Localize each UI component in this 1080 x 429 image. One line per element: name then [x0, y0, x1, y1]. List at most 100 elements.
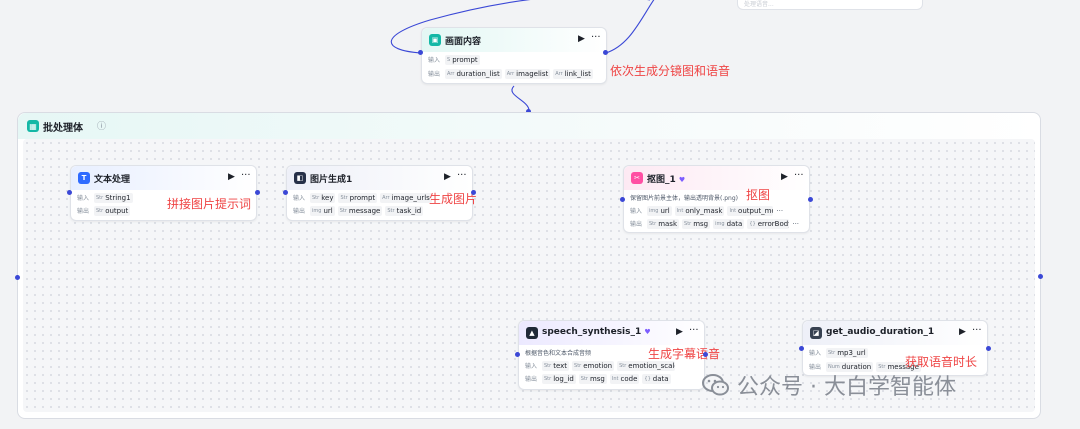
param-tag: {}errorBody — [747, 218, 790, 229]
port-batch-start[interactable] — [15, 275, 20, 280]
node-title: 抠图_1 ♥ — [647, 175, 686, 185]
input-label: 输入 — [525, 363, 538, 370]
more-icon[interactable]: ··· — [457, 170, 467, 181]
output-label: 输出 — [630, 221, 643, 228]
port-huamian-in[interactable] — [418, 50, 423, 55]
run-icon[interactable]: ▶ — [444, 172, 451, 182]
node-title: 画面内容 — [445, 37, 482, 47]
watermark-text: 公众号 · 大白学智能体 — [737, 375, 956, 400]
annotation-text: 生成字幕语音 — [648, 347, 721, 361]
annotation-text: 拼接图片提示词 — [167, 197, 252, 211]
node-icon: T — [78, 172, 90, 184]
run-icon[interactable]: ▶ — [676, 327, 683, 337]
port-audio-in[interactable] — [799, 346, 804, 351]
node-description: 根据音色和文本合成音频 — [525, 350, 592, 357]
node-header — [803, 321, 987, 345]
verified-icon: ♥ — [644, 328, 651, 336]
port-wenben-out[interactable] — [255, 190, 260, 195]
node-header — [624, 166, 809, 190]
run-icon[interactable]: ▶ — [228, 172, 235, 182]
edge-huamian-down — [511, 85, 530, 111]
partial-node-card: 处理语音... — [737, 0, 923, 10]
port-audio-out[interactable] — [986, 346, 991, 351]
port-batch-in[interactable] — [526, 109, 531, 114]
run-icon[interactable]: ▶ — [959, 327, 966, 337]
info-icon[interactable]: ⓘ — [97, 122, 107, 132]
run-icon[interactable]: ▶ — [781, 172, 788, 182]
more-icon[interactable]: ··· — [591, 32, 601, 43]
node-title: get_audio_duration_1 — [826, 327, 935, 337]
port-koutu-in[interactable] — [620, 197, 625, 202]
node-header — [422, 28, 606, 52]
input-label: 输入 — [809, 350, 822, 357]
node-koutu[interactable]: ✂ 抠图_1 ♥ ▶ ··· 保留图片前景主体，输出透明背景(.png) 输入 … — [623, 165, 810, 233]
port-speech-out[interactable] — [703, 352, 708, 357]
run-icon[interactable]: ▶ — [578, 34, 585, 44]
more-icon[interactable]: ··· — [241, 170, 251, 181]
edge-huamian-right — [605, 0, 655, 54]
more-icon[interactable]: ··· — [689, 325, 699, 336]
node-header — [71, 166, 256, 190]
port-batch-end[interactable] — [1038, 274, 1043, 279]
annotation-text: 抠图 — [746, 188, 771, 202]
chart-icon: ◪ — [810, 327, 822, 339]
more-icon[interactable]: ··· — [794, 170, 804, 181]
port-huamian-out[interactable] — [603, 50, 608, 55]
input-label: 输入 — [77, 195, 90, 202]
batch-header: ▦ 批处理体 ⓘ — [18, 113, 1040, 139]
output-label: 输出 — [293, 208, 306, 215]
more-params-icon[interactable]: ··· — [792, 219, 800, 228]
node-description: 保留图片前景主体，输出透明背景(.png) — [630, 195, 739, 202]
node-title: speech_synthesis_1 ♥ — [542, 327, 651, 337]
port-speech-in[interactable] — [515, 352, 520, 357]
watermark: 公众号 · 大白学智能体 — [701, 369, 956, 401]
input-label: 输入 — [630, 208, 643, 215]
more-icon[interactable]: ··· — [972, 325, 982, 336]
image-gen-icon: ◧ — [294, 172, 306, 184]
annotation-text: 获取语音时长 — [905, 355, 978, 369]
port-koutu-out[interactable] — [808, 197, 813, 202]
port-wenben-in[interactable] — [67, 190, 72, 195]
node-header — [519, 321, 704, 345]
audio-wave-icon: ▲ — [526, 327, 538, 339]
param-tag: {}data — [642, 373, 671, 384]
port-tupian-out[interactable] — [471, 190, 476, 195]
annotation-text: 生成图片 — [429, 192, 478, 206]
more-params-icon[interactable]: ··· — [776, 206, 784, 215]
edge-top-loop — [390, 0, 650, 54]
node-speech[interactable]: ▲ speech_synthesis_1 ♥ ▶ ··· 根据音色和文本合成音频… — [518, 320, 705, 390]
output-label: 输出 — [77, 208, 90, 215]
input-label: 输入 — [428, 57, 441, 64]
port-tupian-in[interactable] — [283, 190, 288, 195]
